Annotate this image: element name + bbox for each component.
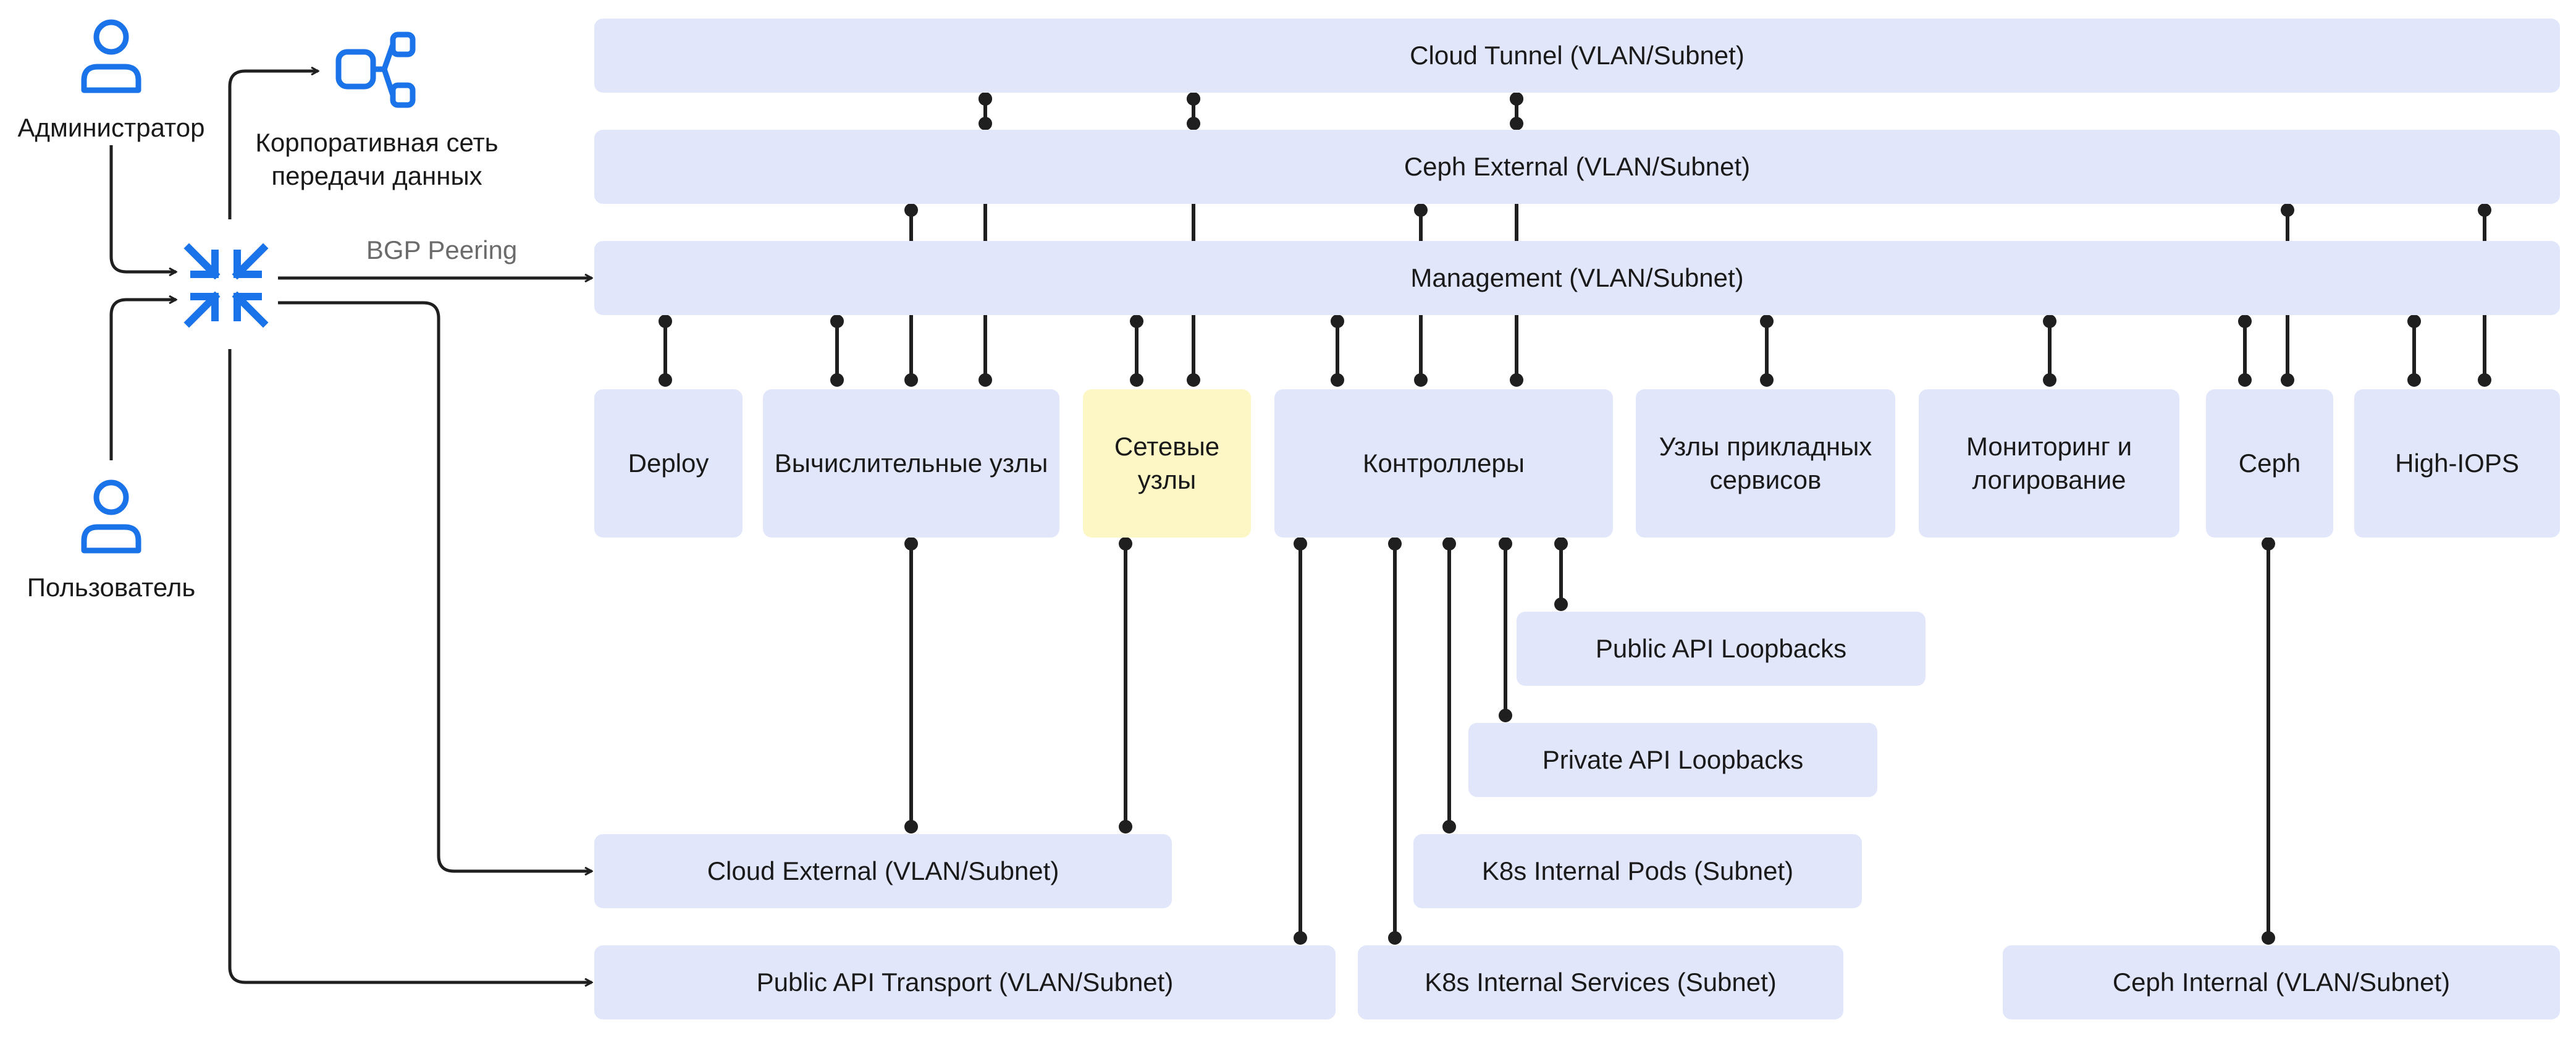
network-nodes: Сетевые узлы <box>1083 389 1251 538</box>
connector-dot <box>2043 314 2056 328</box>
monitoring-logging-nodes: Мониторинг и логирование <box>1919 389 2179 538</box>
administrator-person-icon <box>81 19 141 93</box>
connector-dot <box>1388 931 1402 945</box>
public-api-transport-network: Public API Transport (VLAN/Subnet) <box>594 945 1336 1019</box>
ceph-internal-network: Ceph Internal (VLAN/Subnet) <box>2003 945 2560 1019</box>
management-network: Management (VLAN/Subnet) <box>594 241 2560 315</box>
admin-to-router-arrow <box>109 145 176 272</box>
corporate-network-icon <box>335 32 416 108</box>
connector-dot <box>1187 373 1200 387</box>
connector-dot <box>2407 314 2421 328</box>
connector-dot <box>1414 373 1428 387</box>
connector-dot <box>2262 537 2275 551</box>
ceph-external-network: Ceph External (VLAN/Subnet) <box>594 130 2560 204</box>
public-api-loopbacks-network: Public API Loopbacks <box>1517 612 1926 686</box>
connector-dot <box>2043 373 2056 387</box>
connector-dot <box>979 92 992 106</box>
connector-dot <box>1414 203 1428 217</box>
connector-dot <box>659 373 672 387</box>
connector-dot <box>904 203 918 217</box>
connector-dot <box>2262 931 2275 945</box>
controllers-node: Контроллеры <box>1274 389 1613 538</box>
deploy-node: Deploy <box>594 389 743 538</box>
connector-dot <box>1442 820 1456 833</box>
connector-dot <box>659 314 672 328</box>
connector-dot <box>1119 820 1132 833</box>
administrator-label: Администратор <box>17 113 205 142</box>
connector-dot <box>1442 537 1456 551</box>
router-icon <box>183 243 269 328</box>
connector-dot <box>1187 92 1200 106</box>
connector-dot <box>2281 373 2294 387</box>
k8s-internal-pods-network: K8s Internal Pods (Subnet) <box>1413 834 1862 908</box>
connector-dot <box>1388 537 1402 551</box>
connector-dot <box>2238 314 2252 328</box>
connector-dot <box>1130 373 1143 387</box>
connector-dot <box>1331 314 1344 328</box>
connector-dot <box>2478 203 2491 217</box>
connector-dot <box>1294 537 1307 551</box>
router-to-cloud-external-arrow <box>278 301 592 871</box>
compute-nodes: Вычислительные узлы <box>763 389 1059 538</box>
connector-dot <box>1119 537 1132 551</box>
corporate-network-label: Корпоративная сеть передачи данных <box>255 128 499 190</box>
connector-dot <box>830 373 844 387</box>
connector-dot <box>2407 373 2421 387</box>
connector-dot <box>2478 373 2491 387</box>
connector-dot <box>1760 373 1774 387</box>
user-person-icon <box>81 479 141 554</box>
connector-dot <box>1760 314 1774 328</box>
connector-dot <box>1130 314 1143 328</box>
router-to-public-api-transport-arrow <box>228 349 592 982</box>
user-label: Пользователь <box>27 573 196 602</box>
connector-dot <box>2238 373 2252 387</box>
connector-dot <box>1510 92 1523 106</box>
connector-dot <box>1554 537 1568 551</box>
connector-dot <box>1294 931 1307 945</box>
user-to-router-arrow <box>109 300 176 460</box>
k8s-internal-services-network: K8s Internal Services (Subnet) <box>1358 945 1843 1019</box>
connector-dot <box>2281 203 2294 217</box>
router-to-corp-network-arrow <box>228 71 318 219</box>
connector-dot <box>1499 537 1512 551</box>
connector-dot <box>904 537 918 551</box>
private-api-loopbacks-network: Private API Loopbacks <box>1468 723 1877 797</box>
connector-dot <box>1331 373 1344 387</box>
connector-dot <box>1510 373 1523 387</box>
cloud-external-network: Cloud External (VLAN/Subnet) <box>594 834 1172 908</box>
connector-dot <box>1554 597 1568 611</box>
connector-dot <box>904 373 918 387</box>
high-iops-nodes: High-IOPS <box>2354 389 2560 538</box>
app-services-nodes: Узлы прикладных сервисов <box>1636 389 1895 538</box>
connector-dot <box>904 820 918 833</box>
cloud-tunnel-network: Cloud Tunnel (VLAN/Subnet) <box>594 19 2560 93</box>
connector-dot <box>979 373 992 387</box>
connector-dot <box>830 314 844 328</box>
connector-dot <box>1499 709 1512 722</box>
ceph-nodes: Ceph <box>2206 389 2333 538</box>
bgp-peering-label: BGP Peering <box>366 235 518 264</box>
